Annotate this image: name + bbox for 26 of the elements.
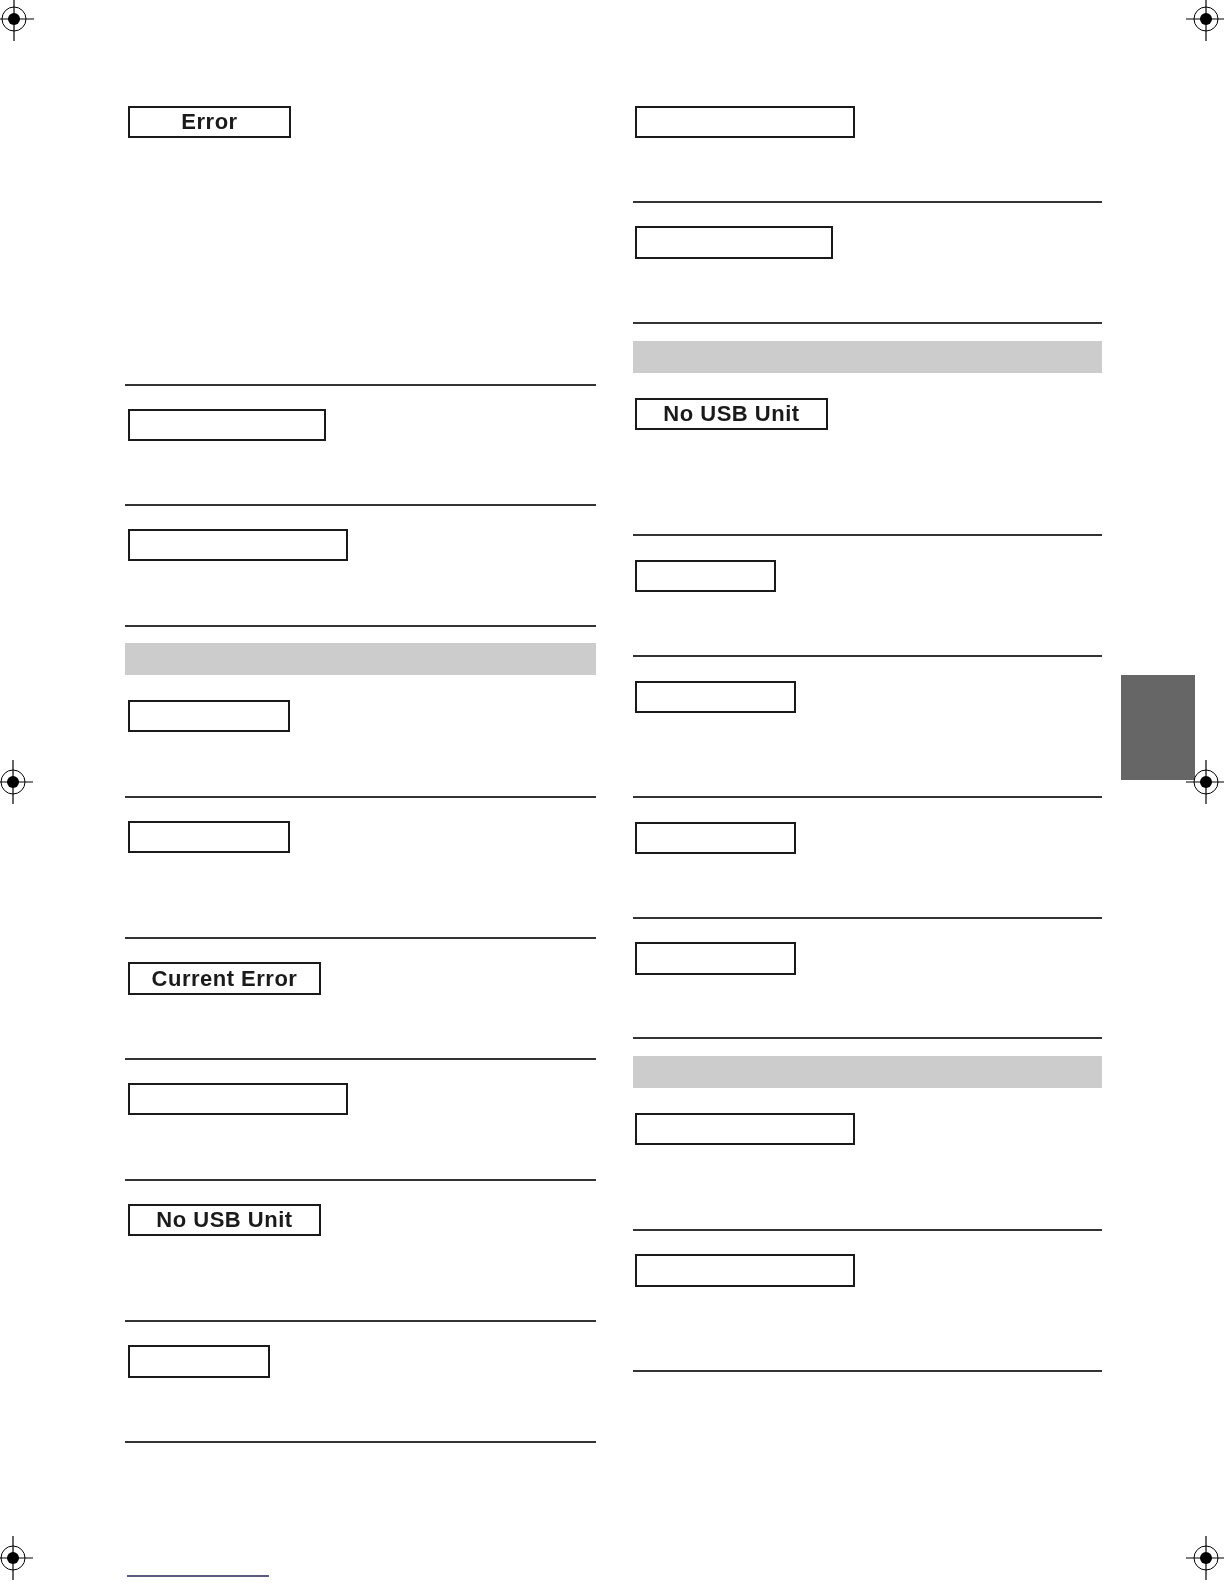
display-box [635, 398, 828, 430]
display-box [635, 1113, 855, 1145]
section-bar [633, 341, 1102, 373]
display-box [128, 1204, 321, 1236]
message-text: No USB Unit [156, 1207, 293, 1233]
display-box [128, 962, 321, 995]
display-box [635, 942, 796, 975]
display-box [128, 1345, 270, 1378]
message-text: No USB Unit [663, 401, 800, 427]
display-box [635, 681, 796, 713]
display-box [128, 529, 348, 561]
side-tab [1121, 675, 1195, 780]
display-box [635, 1254, 855, 1287]
display-box [128, 821, 290, 853]
display-box [635, 822, 796, 854]
display-box [128, 1083, 348, 1115]
section-bar [633, 1056, 1102, 1088]
display-box [128, 106, 291, 138]
message-text: Current Error [151, 965, 298, 992]
display-box [635, 226, 833, 259]
display-box [635, 106, 855, 138]
display-box [128, 700, 290, 732]
message-text: Error [181, 109, 238, 135]
display-box [128, 409, 326, 441]
section-bar [125, 643, 596, 675]
display-box [635, 560, 776, 592]
